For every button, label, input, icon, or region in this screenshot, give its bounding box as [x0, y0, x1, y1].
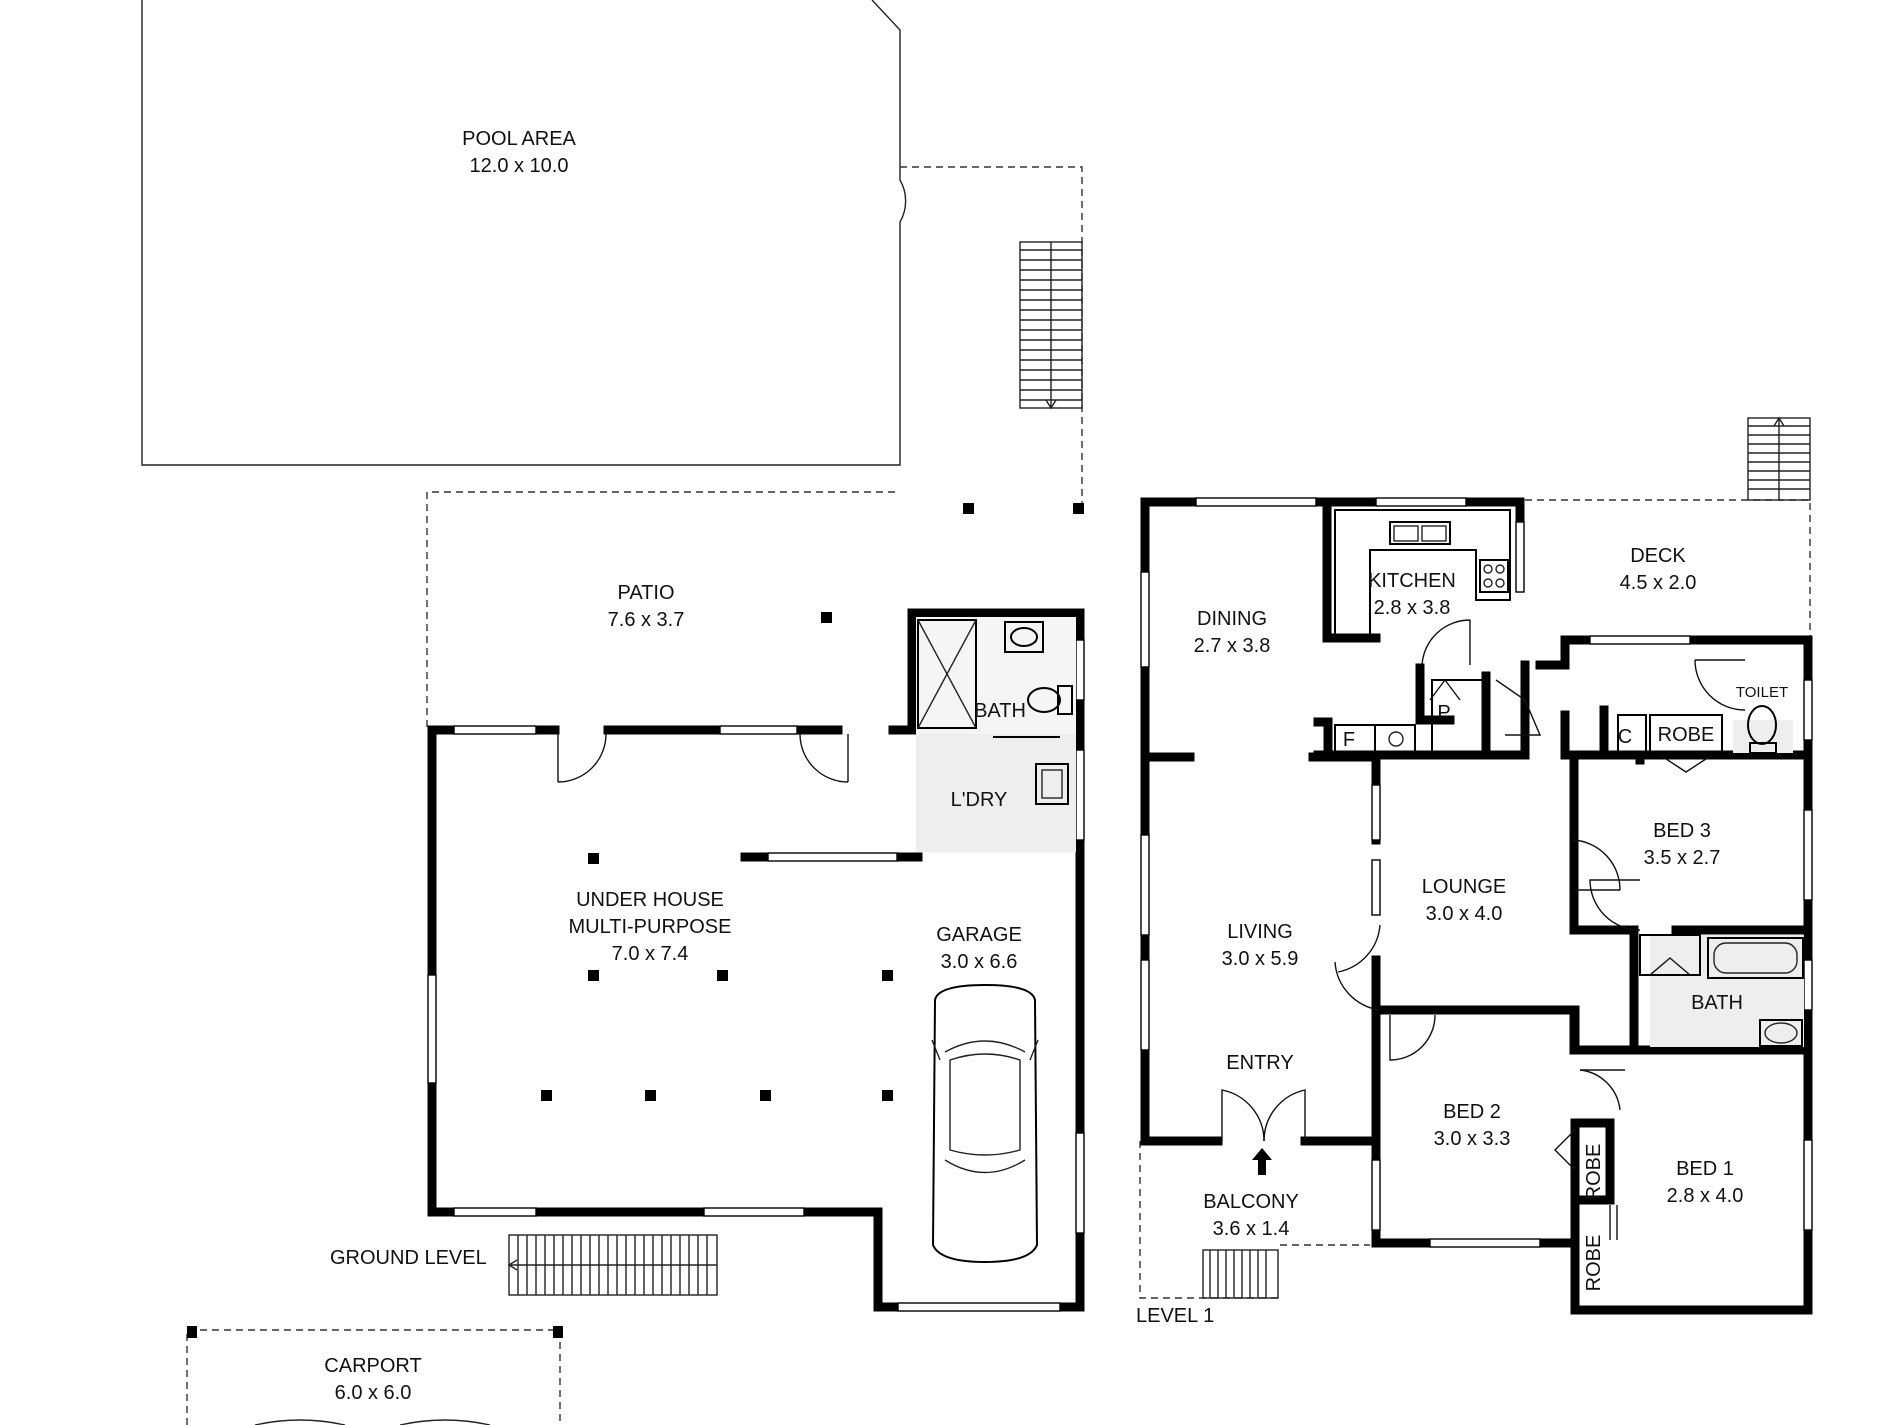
living-name: LIVING [1227, 921, 1293, 943]
level1-windows [1140, 497, 1813, 1248]
bed1-size: 2.8 x 4.0 [1667, 1185, 1744, 1207]
level1-plan: DINING 2.7 x 3.8 KITCHEN 2.8 x 3.8 DECK … [1136, 416, 1813, 1327]
dining-name: DINING [1197, 608, 1267, 630]
patio-outline [426, 491, 900, 727]
garage-name: GARAGE [936, 924, 1022, 946]
deck-size: 4.5 x 2.0 [1620, 572, 1697, 594]
laundry-name: L'DRY [951, 789, 1008, 811]
structure-posts [541, 503, 1084, 1101]
level1-label: LEVEL 1 [1136, 1305, 1214, 1327]
bed1-name: BED 1 [1676, 1158, 1734, 1180]
under-house-size: 7.0 x 7.4 [612, 943, 689, 965]
deck-name: DECK [1630, 545, 1686, 567]
pantry-name: P [1437, 702, 1450, 724]
carport-name: CARPORT [324, 1355, 421, 1377]
ground-doors [557, 733, 849, 783]
fridge-name: F [1343, 729, 1355, 751]
car-symbol [931, 983, 1039, 1264]
garage-size: 3.0 x 6.6 [941, 951, 1018, 973]
pool-area-name: POOL AREA [462, 128, 576, 150]
robe-bed1-name: ROBE [1583, 1235, 1605, 1292]
ground-bath-laundry [916, 617, 1076, 852]
level1-bath-fixtures [1589, 879, 1804, 1047]
carport [186, 1326, 563, 1425]
level1-doors [1221, 839, 1625, 1240]
bed3-size: 3.5 x 2.7 [1644, 847, 1721, 869]
bed2-name: BED 2 [1443, 1101, 1501, 1123]
balcony-size: 3.6 x 1.4 [1213, 1218, 1290, 1240]
under-house-line2: MULTI-PURPOSE [569, 916, 732, 938]
level1-bath-name: BATH [1691, 992, 1743, 1014]
dining-size: 2.7 x 3.8 [1194, 635, 1271, 657]
ground-windows [427, 639, 1085, 1312]
lounge-size: 3.0 x 4.0 [1426, 903, 1503, 925]
level1-small-rooms [1334, 659, 1793, 773]
carport-size: 6.0 x 6.0 [335, 1382, 412, 1404]
lounge-name: LOUNGE [1422, 876, 1506, 898]
ground-walls [427, 608, 1085, 1312]
patio-size: 7.6 x 3.7 [608, 609, 685, 631]
living-size: 3.0 x 5.9 [1222, 948, 1299, 970]
under-house-line1: UNDER HOUSE [576, 889, 724, 911]
kitchen-name: KITCHEN [1368, 570, 1456, 592]
ground-level-plan: POOL AREA 12.0 x 10.0 PATIO 7.6 x 3.7 BA… [141, 0, 1085, 1425]
entry-name: ENTRY [1226, 1052, 1293, 1074]
pool-stairs [1019, 241, 1083, 410]
robe-bed3-name: ROBE [1658, 724, 1715, 746]
pool-area-outline [141, 0, 907, 466]
deck-outline [1525, 499, 1811, 640]
bed3-name: BED 3 [1653, 820, 1711, 842]
kitchen-size: 2.8 x 3.8 [1374, 597, 1451, 619]
toilet-name: TOILET [1736, 684, 1788, 701]
ground-level-label: GROUND LEVEL [330, 1247, 487, 1269]
balcony-stairs [1202, 1249, 1279, 1299]
ground-bath-name: BATH [974, 700, 1026, 722]
pool-area-size: 12.0 x 10.0 [470, 155, 569, 177]
entry-arrow-icon [1252, 1148, 1272, 1175]
ground-front-stairs [507, 1234, 718, 1296]
patio-name: PATIO [617, 582, 674, 604]
balcony-name: BALCONY [1203, 1191, 1299, 1213]
robe-bed2-name: ROBE [1583, 1144, 1605, 1201]
bed2-size: 3.0 x 3.3 [1434, 1128, 1511, 1150]
balcony-outline [1139, 1141, 1370, 1299]
kitchen-fixtures [1334, 509, 1511, 666]
pool-side-boundary [900, 166, 1083, 505]
deck-stairs [1747, 416, 1811, 501]
cupboard-name: C [1618, 726, 1632, 748]
